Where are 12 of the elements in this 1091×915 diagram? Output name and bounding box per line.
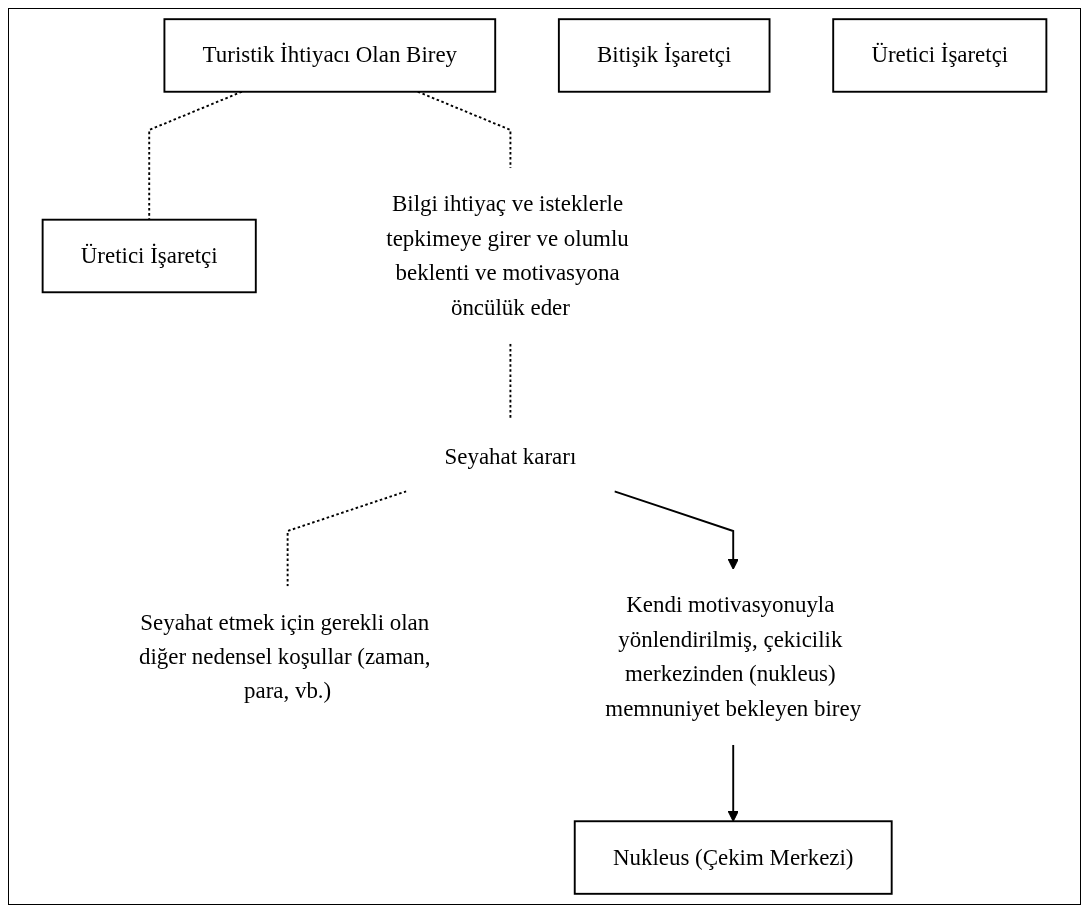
node-text: Kendi motivasyonuyla yönlendirilmiş, çekicilik merkezinden (nukleus) memnuniyet bekleyen birey bbox=[605, 592, 862, 721]
node-text: Seyahat etmek için gerekli olan diğer nedensel koşullar (zaman, para, vb.) bbox=[139, 609, 431, 704]
arrow bbox=[613, 490, 739, 570]
node-box: Üretici İşaretçi bbox=[832, 18, 1048, 93]
connector bbox=[286, 490, 408, 588]
node-box: Bitişik İşaretçi bbox=[557, 18, 771, 93]
node-box: Turistik İhtiyacı Olan Birey bbox=[163, 18, 497, 93]
arrow bbox=[727, 743, 739, 822]
node-box: Nukleus (Çekim Merkezi) bbox=[573, 820, 893, 895]
node-text: Seyahat kararı bbox=[444, 443, 577, 469]
node-box: Üretici İşaretçi bbox=[41, 218, 257, 294]
node-text: Bilgi ihtiyaç ve isteklerle tepkimeye girer ve olumlu beklenti ve motivasyona öncülük eder bbox=[386, 191, 629, 320]
